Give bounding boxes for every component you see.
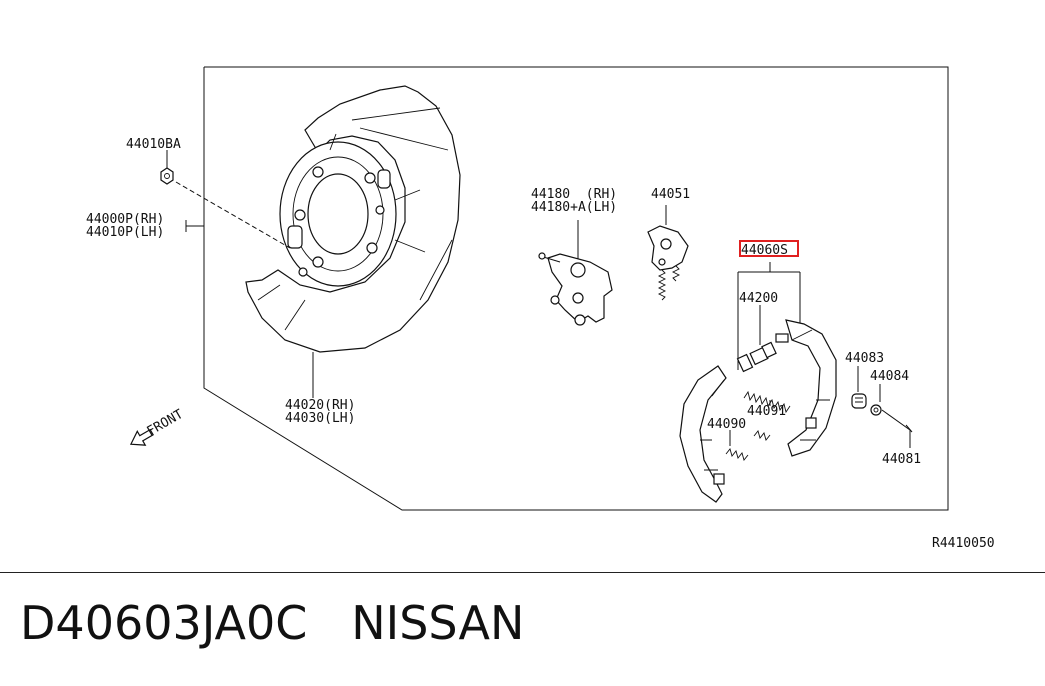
- front-arrow: [129, 428, 154, 446]
- label-nut: 44010BA: [126, 137, 181, 152]
- part-number: D40603JA0C: [20, 596, 308, 650]
- label-adjuster: 44051: [651, 187, 690, 202]
- adjuster-drawing: [647, 205, 689, 301]
- divider: [0, 572, 1045, 573]
- cup-drawing: [851, 366, 867, 409]
- label-front: FRONT: [145, 407, 187, 440]
- label-plate-lh: 44010P(LH): [86, 225, 164, 240]
- highlight-box: [739, 240, 799, 257]
- brand-name: NISSAN: [351, 596, 525, 650]
- backing-plate-drawing: [245, 85, 461, 353]
- label-pin: 44081: [882, 452, 921, 467]
- label-spring-a: 44091: [747, 404, 786, 419]
- lever-drawing: [538, 220, 613, 326]
- label-lever-rh: 44180 (RH): [531, 187, 617, 202]
- part-caption: D40603JA0C NISSAN: [20, 596, 524, 650]
- label-lever-lh: 44180+A(LH): [531, 200, 617, 215]
- brake-shoes-drawing: [679, 262, 837, 503]
- nut-shape: [160, 167, 174, 185]
- parts-diagram: 44010BA 44000P(RH) 44010P(LH) 44020(RH) …: [86, 66, 995, 551]
- ref-code: R4410050: [932, 536, 995, 551]
- label-shield-lh: 44030(LH): [285, 411, 355, 426]
- pin-drawing: [881, 409, 913, 448]
- label-shoe-set: 44060S: [741, 243, 788, 258]
- diagram-frame: [203, 66, 949, 511]
- label-adjuster-assy: 44200: [739, 291, 778, 306]
- label-shield-rh: 44020(RH): [285, 398, 355, 413]
- retainer-drawing: [870, 384, 882, 416]
- label-spring-b: 44090: [707, 417, 746, 432]
- label-retainer: 44084: [870, 369, 909, 384]
- label-cup: 44083: [845, 351, 884, 366]
- label-plate-rh: 44000P(RH): [86, 212, 164, 227]
